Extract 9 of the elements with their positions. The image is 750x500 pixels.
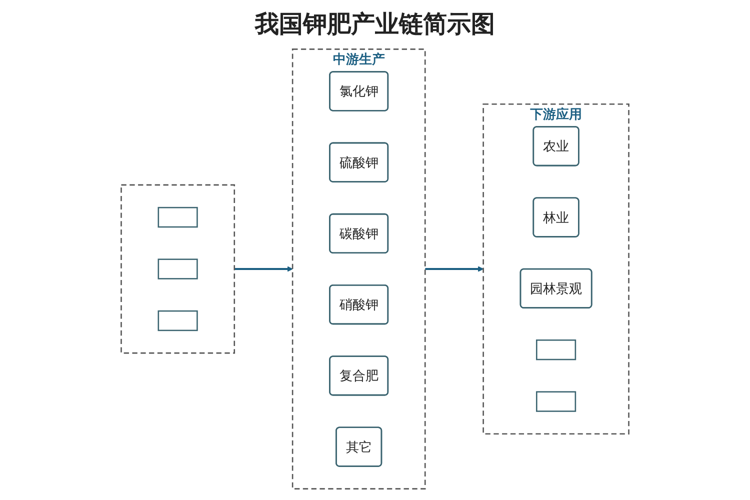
diagram-title: 我国钾肥产业链简示图 bbox=[254, 8, 496, 40]
node-box bbox=[158, 310, 198, 332]
cluster bbox=[120, 184, 236, 354]
node-box bbox=[536, 339, 576, 360]
node-box bbox=[158, 206, 198, 228]
node-box bbox=[158, 258, 198, 280]
node-box bbox=[536, 391, 576, 412]
arrow bbox=[234, 266, 293, 272]
arrow bbox=[425, 266, 484, 272]
